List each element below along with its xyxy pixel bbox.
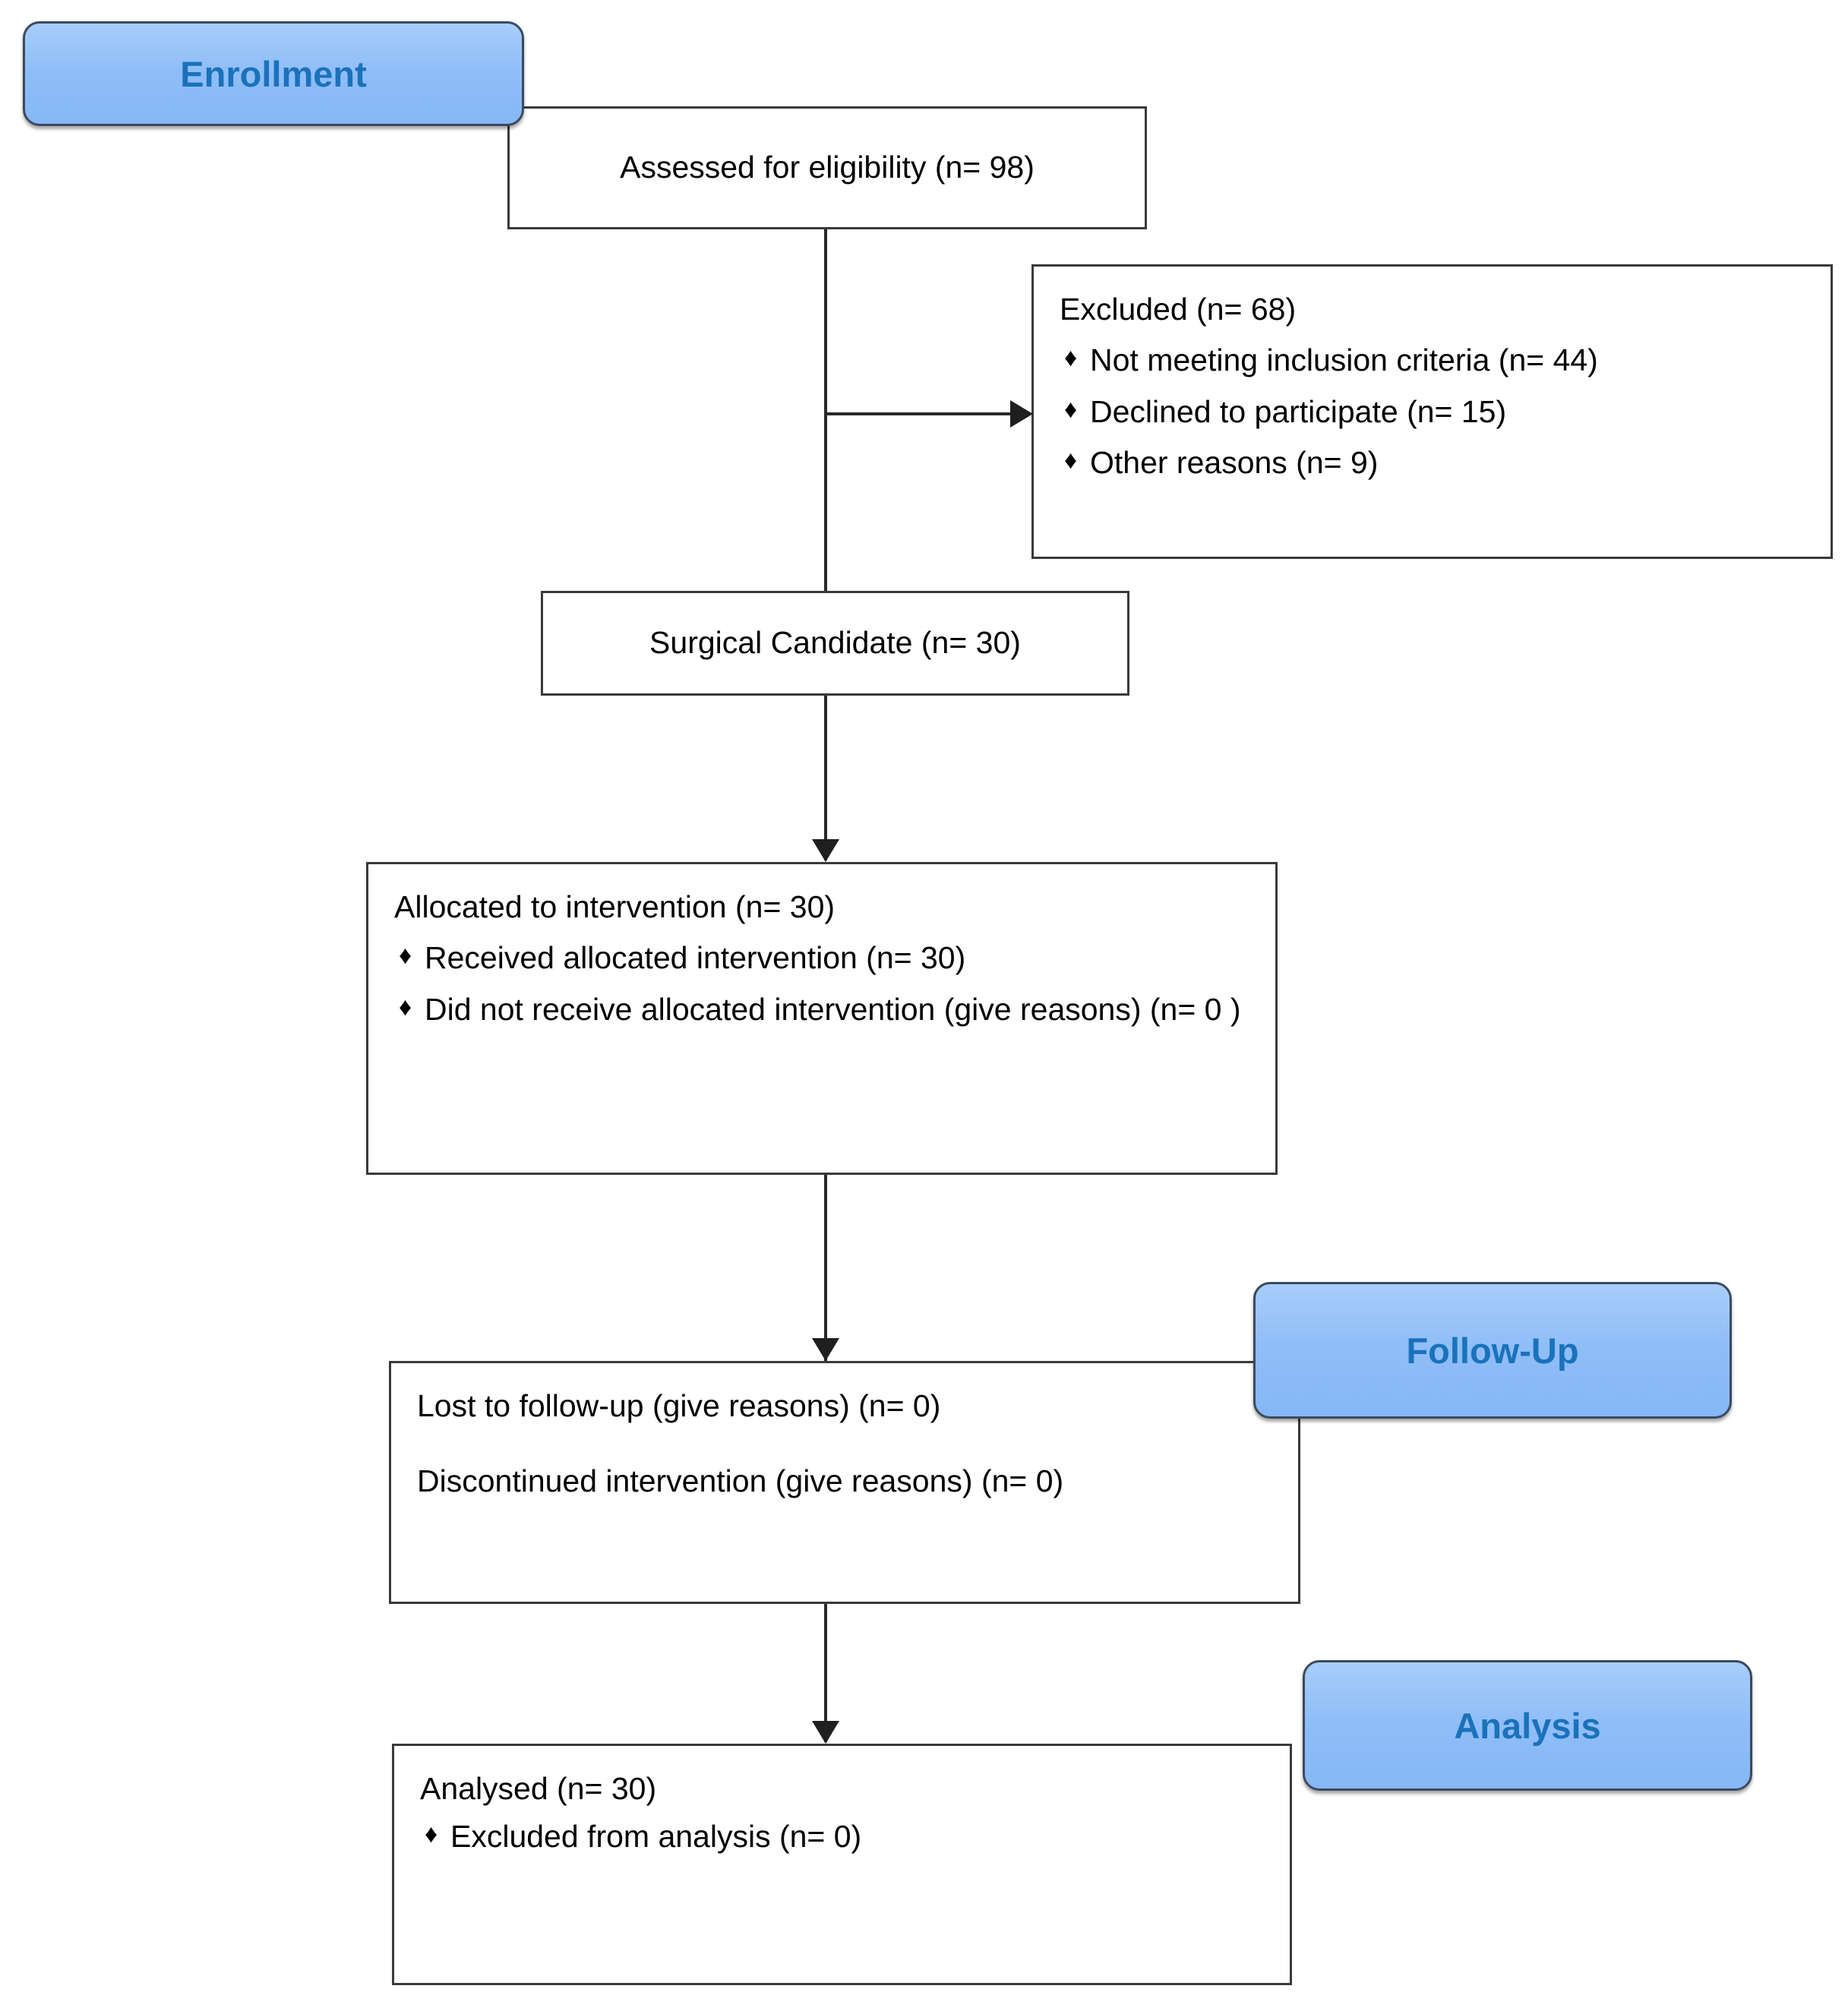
node-analysed: Analysed (n= 30) ♦ Excluded from analysi…	[392, 1744, 1292, 1985]
arrowhead-to-allocated	[812, 839, 839, 862]
connector-assessed-to-surgical	[824, 229, 827, 591]
stage-label-analysis-text: Analysis	[1454, 1705, 1601, 1746]
stage-label-enrollment: Enrollment	[23, 21, 524, 126]
node-allocated-item-label: Did not receive allocated intervention (…	[425, 991, 1241, 1027]
stage-label-follow-up: Follow-Up	[1253, 1282, 1732, 1419]
node-assessed-for-eligibility-text: Assessed for eligibility (n= 98)	[620, 150, 1035, 185]
stage-label-follow-up-text: Follow-Up	[1406, 1330, 1579, 1371]
node-surgical-candidate-text: Surgical Candidate (n= 30)	[649, 625, 1021, 661]
list-item: ♦ Not meeting inclusion criteria (n= 44)	[1060, 340, 1805, 380]
node-excluded-reason-list: ♦ Not meeting inclusion criteria (n= 44)…	[1060, 340, 1805, 483]
list-item: ♦ Excluded from analysis (n= 0)	[420, 1817, 1264, 1857]
node-allocated-title: Allocated to intervention (n= 30)	[394, 889, 836, 924]
node-follow-up: Lost to follow-up (give reasons) (n= 0) …	[389, 1361, 1300, 1604]
node-follow-up-discontinued-line: Discontinued intervention (give reasons)…	[417, 1463, 1064, 1499]
list-item: ♦ Declined to participate (n= 15)	[1060, 392, 1805, 432]
stage-label-enrollment-text: Enrollment	[180, 53, 367, 94]
node-excluded-reason-label: Other reasons (n= 9)	[1090, 444, 1379, 480]
list-item: ♦ Received allocated intervention (n= 30…	[394, 938, 1249, 978]
node-analysed-item-label: Excluded from analysis (n= 0)	[450, 1819, 862, 1855]
diamond-bullet-icon: ♦	[1064, 395, 1078, 424]
node-follow-up-lost-line: Lost to follow-up (give reasons) (n= 0)	[417, 1388, 941, 1423]
node-surgical-candidate: Surgical Candidate (n= 30)	[541, 591, 1129, 696]
connector-surgical-to-allocated	[824, 696, 827, 860]
diamond-bullet-icon: ♦	[399, 993, 412, 1021]
node-excluded-reason-label: Declined to participate (n= 15)	[1090, 393, 1507, 429]
connector-assessed-to-excluded	[824, 412, 1016, 415]
node-allocated-item-label: Received allocated intervention (n= 30)	[425, 940, 966, 976]
node-assessed-for-eligibility: Assessed for eligibility (n= 98)	[507, 106, 1147, 229]
diamond-bullet-icon: ♦	[1064, 446, 1078, 475]
node-allocated-to-intervention: Allocated to intervention (n= 30) ♦ Rece…	[366, 862, 1278, 1175]
list-item: ♦ Did not receive allocated intervention…	[394, 990, 1249, 1030]
node-analysed-title: Analysed (n= 30)	[420, 1771, 657, 1806]
node-analysed-item-list: ♦ Excluded from analysis (n= 0)	[420, 1817, 1264, 1857]
arrowhead-to-excluded	[1010, 400, 1033, 428]
arrowhead-to-analysed	[812, 1721, 839, 1744]
node-allocated-item-list: ♦ Received allocated intervention (n= 30…	[394, 938, 1249, 1030]
node-excluded-reason-label: Not meeting inclusion criteria (n= 44)	[1090, 343, 1598, 378]
node-excluded: Excluded (n= 68) ♦ Not meeting inclusion…	[1031, 264, 1833, 559]
arrowhead-to-followup	[812, 1338, 839, 1361]
diamond-bullet-icon: ♦	[399, 942, 412, 971]
node-excluded-title: Excluded (n= 68)	[1060, 292, 1297, 327]
diamond-bullet-icon: ♦	[1064, 344, 1078, 373]
stage-label-analysis: Analysis	[1303, 1660, 1752, 1791]
list-item: ♦ Other reasons (n= 9)	[1060, 443, 1805, 483]
diamond-bullet-icon: ♦	[425, 1820, 438, 1849]
connector-allocated-to-followup	[824, 1175, 827, 1361]
connector-followup-to-analysed	[824, 1604, 827, 1742]
